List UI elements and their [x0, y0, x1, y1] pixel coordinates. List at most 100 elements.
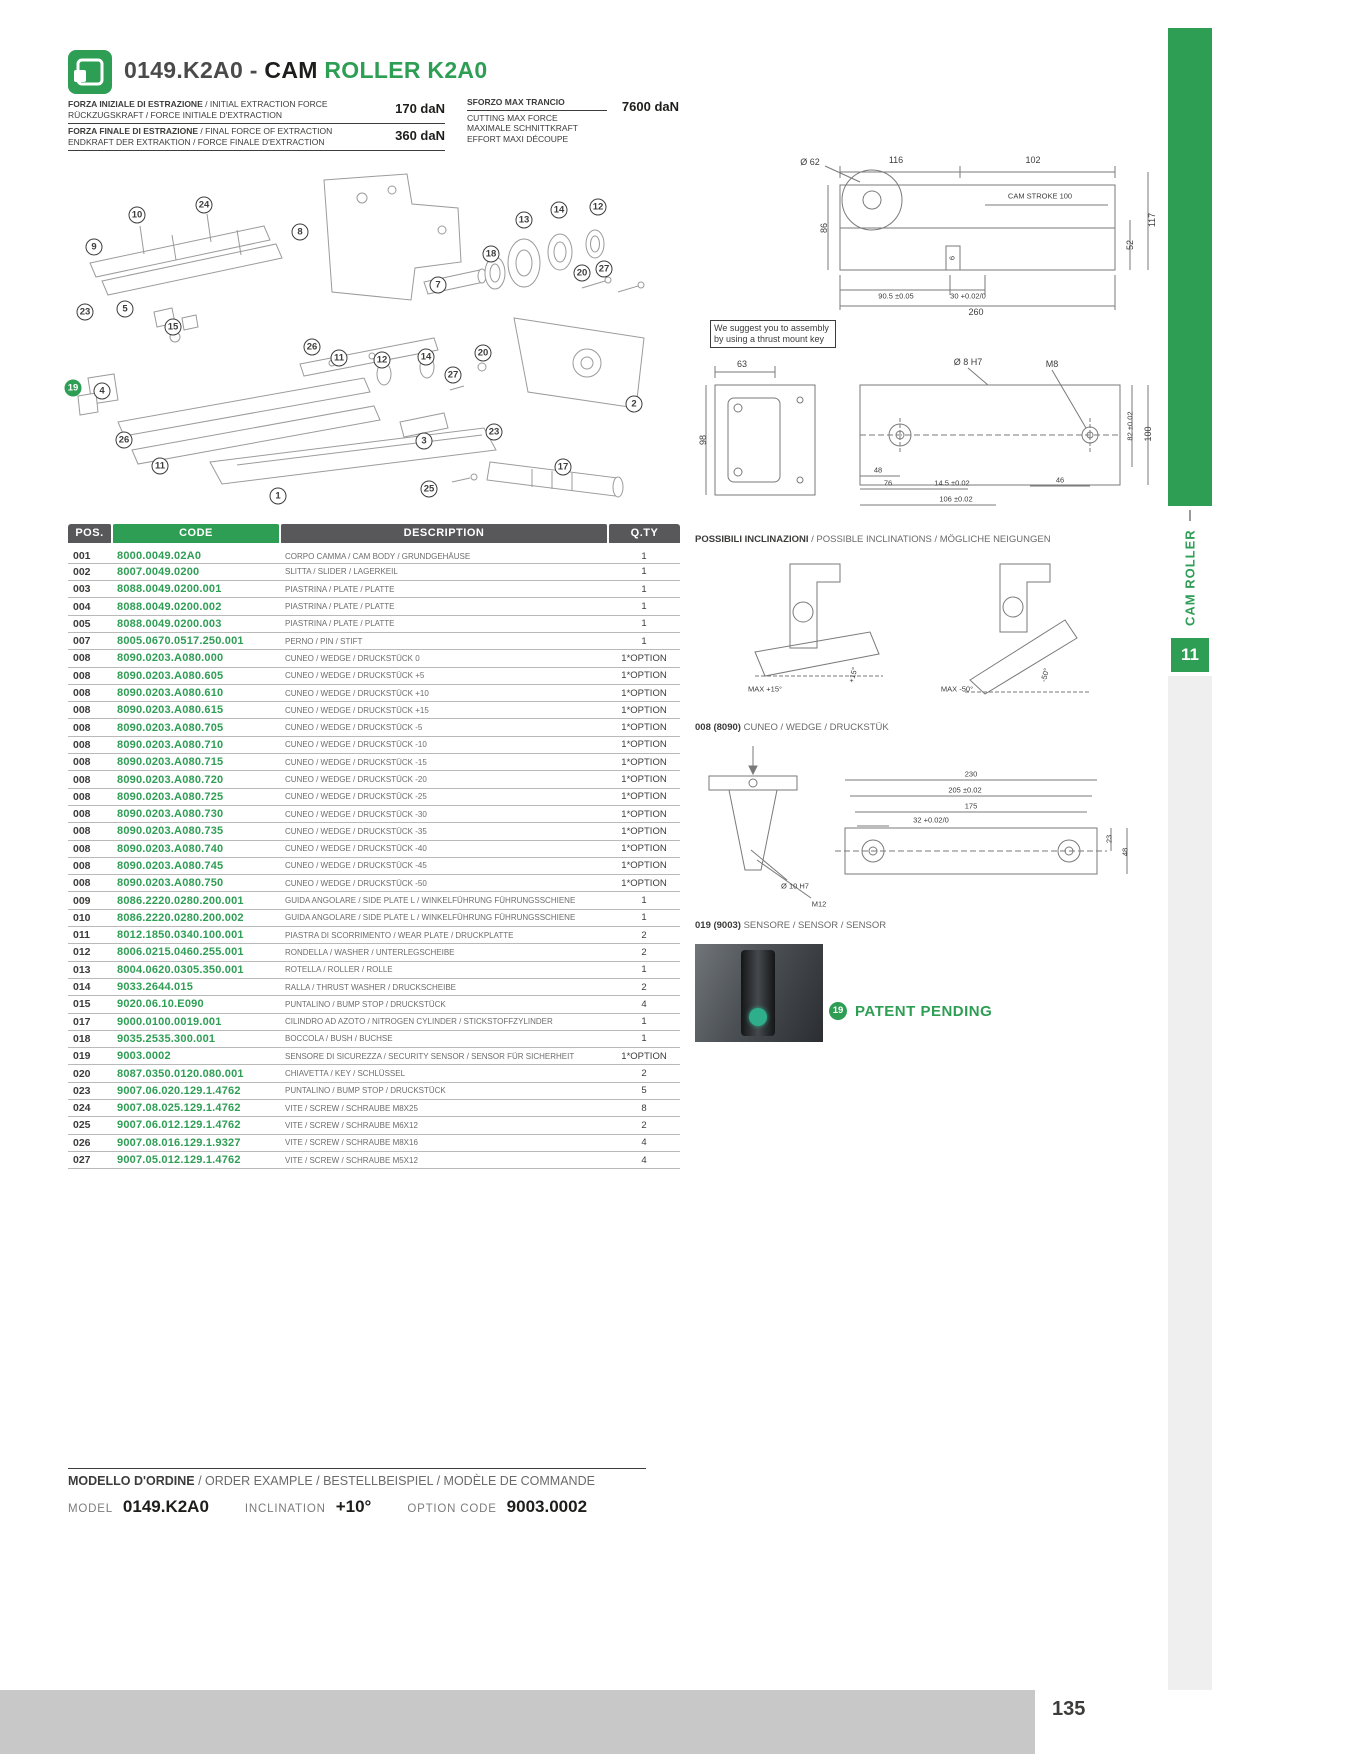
part-pos: 002	[68, 563, 112, 582]
part-description: VITE / SCREW / SCHRAUBE M8X16	[280, 1134, 608, 1152]
part-qty: 1	[608, 891, 680, 910]
balloon-26: 26	[303, 338, 321, 356]
part-description: CUNEO / WEDGE / DRUCKSTÜCK -5	[280, 718, 608, 737]
balloon-10: 10	[128, 206, 146, 224]
brand-logo-icon	[68, 50, 112, 94]
part-code: 8000.0049.02A0	[112, 546, 280, 564]
dimension-label: 48	[1120, 847, 1130, 857]
order-inclination-value: +10°	[335, 1497, 372, 1516]
part-pos: 018	[68, 1030, 112, 1049]
part-pos: 024	[68, 1099, 112, 1118]
part-code: 8007.0049.0200	[112, 563, 280, 582]
part-pos: 023	[68, 1082, 112, 1101]
part-description: VITE / SCREW / SCHRAUBE M5X12	[280, 1151, 608, 1170]
part-pos: 008	[68, 805, 112, 824]
dimension-label: 230	[964, 769, 978, 779]
dimension-label: M8	[1045, 359, 1059, 369]
part-qty: 1*OPTION	[608, 840, 680, 858]
part-description: SENSORE DI SICUREZZA / SECURITY SENSOR /…	[280, 1047, 608, 1066]
table-header-row: POS. CODE DESCRIPTION Q.TY	[68, 524, 680, 550]
part-description: VITE / SCREW / SCHRAUBE M8X25	[280, 1099, 608, 1118]
balloon-17: 17	[554, 458, 572, 476]
part-code: 9007.06.020.129.1.4762	[112, 1082, 280, 1101]
assembly-note-line1: We suggest you to assembly	[714, 323, 829, 333]
dimension-label: 117	[1147, 212, 1157, 228]
balloon-18: 18	[482, 245, 500, 263]
part-code: 9007.06.012.129.1.4762	[112, 1116, 280, 1135]
part-code: 9007.08.025.129.1.4762	[112, 1099, 280, 1118]
balloon-25: 25	[420, 480, 438, 498]
part-code: 8090.0203.A080.740	[112, 840, 280, 858]
balloon-11: 11	[330, 349, 348, 367]
part-description: CILINDRO AD AZOTO / NITROGEN CYLINDER / …	[280, 1013, 608, 1031]
col-header-qty: Q.TY	[607, 524, 680, 550]
part-code: 8090.0203.A080.725	[112, 788, 280, 806]
part-qty: 1*OPTION	[608, 718, 680, 737]
part-qty: 1*OPTION	[608, 805, 680, 824]
part-code: 9007.05.012.129.1.4762	[112, 1151, 280, 1170]
part-pos: 004	[68, 597, 112, 616]
part-qty: 2	[608, 978, 680, 997]
part-code: 8086.2220.0280.200.001	[112, 891, 280, 910]
dimension-label: 116	[888, 155, 904, 165]
sidebar-divider	[1189, 510, 1191, 521]
patent-pending-row: 19 PATENT PENDING	[829, 1002, 992, 1020]
part-pos: 008	[68, 840, 112, 858]
part-code: 8090.0203.A080.605	[112, 667, 280, 685]
order-inclination-label: INCLINATION	[244, 1503, 326, 1515]
balloon-23: 23	[485, 423, 503, 441]
part-qty: 4	[608, 1151, 680, 1170]
balloon-4: 4	[93, 382, 111, 400]
part-qty: 1*OPTION	[608, 1047, 680, 1066]
wedge-section: 008 (8090) CUNEO / WEDGE / DRUCKSTÜK	[695, 722, 1140, 918]
part-code: 9000.0100.0019.001	[112, 1013, 280, 1031]
part-qty: 1	[608, 961, 680, 979]
dimension-label: 100	[1143, 426, 1153, 442]
part-code: 8004.0620.0305.350.001	[112, 961, 280, 979]
spec-block-cutting-force: SFORZO MAX TRANCIO CUTTING MAX FORCE MAX…	[467, 97, 679, 144]
part-qty: 1*OPTION	[608, 701, 680, 720]
sensor-heading: 019 (9003) SENSORE / SENSOR / SENSOR	[695, 920, 887, 931]
part-qty: 1*OPTION	[608, 649, 680, 668]
balloon-19: 19	[64, 379, 82, 397]
part-qty: 1	[608, 1013, 680, 1031]
part-description: CORPO CAMMA / CAM BODY / GRUNDGEHÄUSE	[280, 546, 608, 564]
part-code: 9007.08.016.129.1.9327	[112, 1134, 280, 1152]
part-code: 9033.2644.015	[112, 978, 280, 997]
part-pos: 008	[68, 822, 112, 841]
part-pos: 008	[68, 684, 112, 703]
footer-band	[0, 1690, 1035, 1754]
dimension-label: Ø 10 H7	[781, 881, 809, 891]
page-number: 135	[1052, 1698, 1086, 1720]
balloon-23: 23	[76, 303, 94, 321]
part-qty: 1*OPTION	[608, 822, 680, 841]
sensor-photo	[695, 944, 823, 1042]
balloon-20: 20	[573, 264, 591, 282]
part-code: 8012.1850.0340.100.001	[112, 926, 280, 945]
part-code: 8090.0203.A080.720	[112, 770, 280, 789]
part-qty: 1	[608, 615, 680, 633]
part-description: SLITTA / SLIDER / LAGERKEIL	[280, 563, 608, 582]
balloon-11: 11	[151, 457, 169, 475]
part-code: 8006.0215.0460.255.001	[112, 943, 280, 962]
part-pos: 010	[68, 909, 112, 928]
part-qty: 1	[608, 563, 680, 582]
dimension-label: 14.5 ±0.02	[934, 478, 970, 488]
part-code: 8090.0203.A080.000	[112, 649, 280, 668]
part-pos: 019	[68, 1047, 112, 1066]
dimension-label: MAX -50°	[940, 684, 974, 694]
part-description: PIASTRINA / PLATE / PLATTE	[280, 615, 608, 633]
spec-final-extraction-force: FORZA FINALE DI ESTRAZIONE / FINAL FORCE…	[68, 124, 445, 151]
part-pos: 008	[68, 753, 112, 772]
part-pos: 014	[68, 978, 112, 997]
sensor-section: 019 (9003) SENSORE / SENSOR / SENSOR 19 …	[695, 920, 1155, 1060]
